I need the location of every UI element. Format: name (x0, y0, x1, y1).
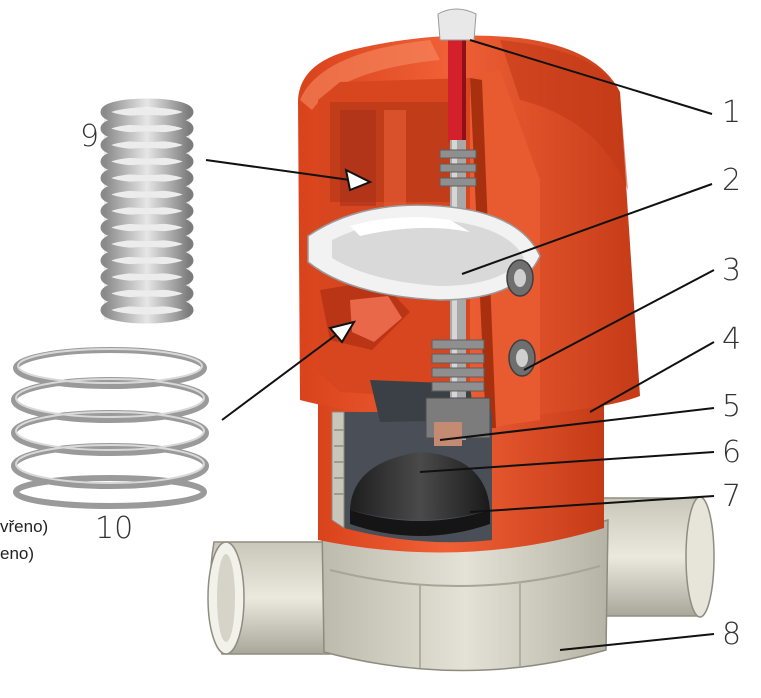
callout-9: 9 (80, 119, 100, 154)
spring-10 (11, 347, 209, 509)
spring-9-coil (100, 296, 194, 324)
callout-10: 10 (95, 511, 134, 546)
callout-4: 4 (722, 322, 742, 357)
arrowhead-10 (328, 320, 357, 344)
callout-2: 2 (722, 163, 742, 198)
callout-7: 7 (722, 479, 742, 514)
leader-10 (221, 331, 341, 421)
leader-2 (461, 183, 713, 275)
callout-1: 1 (722, 95, 742, 130)
spindle-indicator (448, 20, 466, 142)
leader-arrowheads (328, 168, 373, 344)
legend-line-1: vřeno) (0, 517, 49, 536)
leader-6 (419, 451, 715, 473)
spring-10-highlight (15, 348, 205, 484)
compressor (434, 422, 462, 446)
valve-body (207, 496, 715, 672)
callout-6: 6 (722, 435, 742, 470)
callout-5: 5 (722, 389, 742, 424)
leader-9 (205, 159, 351, 181)
indicator-cap (437, 8, 477, 41)
pipe-right-opening (685, 496, 715, 618)
callout-3: 3 (722, 253, 742, 288)
leader-lines (205, 39, 715, 651)
leader-3 (523, 269, 715, 371)
legend-line-2: eno) (0, 544, 35, 563)
spring-9 (100, 98, 194, 324)
callout-8: 8 (722, 617, 742, 652)
leader-8 (559, 633, 715, 651)
leader-5 (439, 407, 715, 441)
spring-10-coil (13, 475, 207, 509)
spring-9-coils (100, 98, 194, 324)
pipe-left-inner (217, 554, 235, 642)
spindle-threads (431, 149, 485, 392)
leader-4 (589, 341, 715, 413)
leader-1 (469, 39, 713, 115)
leader-7 (469, 495, 715, 513)
arrowhead-9 (344, 168, 373, 192)
